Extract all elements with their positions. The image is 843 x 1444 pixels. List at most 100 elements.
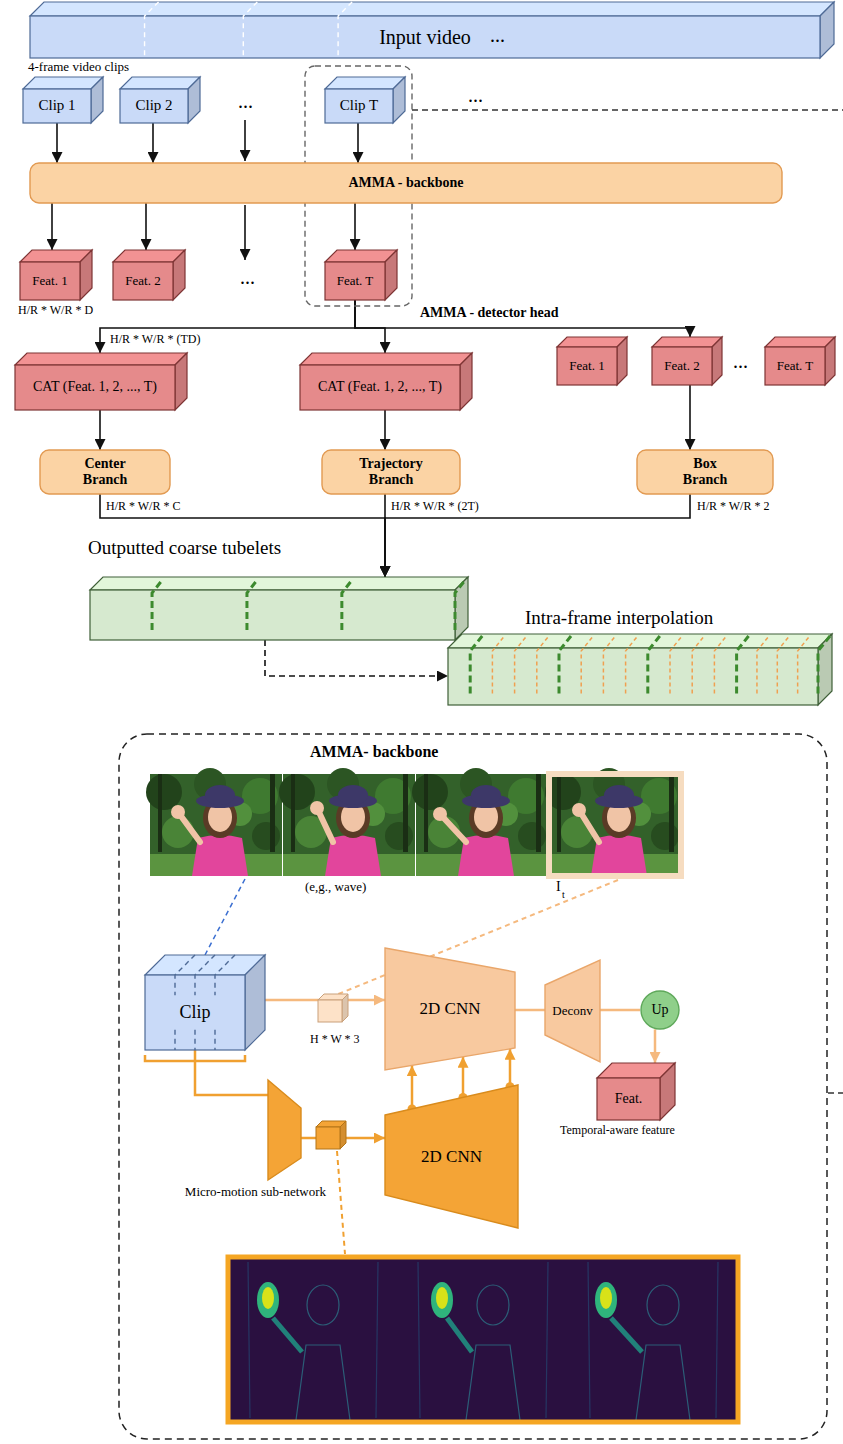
connector-arrow <box>600 1009 640 1012</box>
edge-trace <box>546 1262 548 1418</box>
box-side-face <box>173 250 185 300</box>
hat-crown <box>471 785 501 805</box>
interpolated-tubelet-box: Intra-frame interpolation <box>448 634 832 705</box>
trapezoid-block <box>385 948 515 1070</box>
box-top-face <box>765 337 835 347</box>
tree-trunk <box>557 774 561 852</box>
ellipsis: ... <box>490 24 505 47</box>
current-frame-border <box>549 774 681 876</box>
deconv-block: Deconv <box>545 960 600 1062</box>
edge-trace <box>477 1285 509 1325</box>
box-side-face <box>393 77 405 123</box>
box-side-face <box>820 2 834 58</box>
box-side-face <box>188 77 200 123</box>
input-video-band: Input video <box>30 2 834 58</box>
zoom-leader <box>828 1092 843 1093</box>
box-mark <box>470 636 482 694</box>
frame-divider <box>215 955 235 1050</box>
box-front-face <box>597 1078 660 1120</box>
tree-trunk <box>424 774 428 852</box>
motion-blob <box>447 1318 472 1352</box>
motion-blob <box>595 1282 617 1318</box>
tree-trunk <box>158 774 162 852</box>
node-label: Outputted coarse tubelets <box>88 537 281 559</box>
text-holder: Feat. T <box>765 347 825 385</box>
backbone-detail-panel: AMMA- backboneClip2D CNNDeconvUpFeat.Mic… <box>118 733 828 1440</box>
dimension-label: H/R * W/R * C <box>106 500 180 514</box>
text-holder: Micro-motion sub-network <box>185 1185 326 1200</box>
foliage <box>146 774 182 810</box>
node-label: Up <box>651 1002 668 1018</box>
text-holder: 2D CNN <box>385 948 515 1070</box>
edge-trace <box>466 1345 520 1420</box>
node-label: Clip T <box>340 97 378 114</box>
rounded-box <box>322 450 460 494</box>
clip-box: Clip T <box>325 77 405 123</box>
node-label: Clip 1 <box>38 97 75 114</box>
node-label: Feat. 1 <box>569 359 604 374</box>
box-side-face <box>385 250 397 300</box>
text-holder: AMMA - backbone <box>30 163 782 203</box>
tree-trunk <box>669 774 674 852</box>
rounded-box <box>40 450 170 494</box>
interpolated-box-mark <box>714 636 726 694</box>
micro-motion-block: Micro-motion sub-network <box>268 1080 301 1180</box>
box-front-face <box>15 365 175 410</box>
motion-blob <box>431 1282 453 1318</box>
connector-arrow <box>411 1065 414 1108</box>
box-top-face <box>448 634 832 648</box>
box-side-face <box>455 577 468 640</box>
box-side-face <box>660 1063 675 1120</box>
video-frame <box>279 768 415 876</box>
waving-hand <box>572 803 586 817</box>
box-top-face <box>120 77 200 89</box>
box-side-face <box>818 634 832 705</box>
text-holder: Feat. T <box>325 262 385 300</box>
interpolated-box-mark <box>798 636 810 694</box>
shape-outline <box>268 1080 301 1180</box>
hat-crown <box>604 785 634 805</box>
text-holder: Up <box>640 990 680 1030</box>
text-holder: Input video <box>30 16 820 58</box>
box-side-face <box>460 353 472 410</box>
video-frame <box>412 768 548 876</box>
tensor-cube <box>318 994 348 1022</box>
box-front-face <box>113 262 173 300</box>
text-holder: CAT (Feat. 1, 2, ..., T) <box>15 365 175 410</box>
cube-face <box>316 1127 340 1149</box>
clip-box: Clip 1 <box>23 77 103 123</box>
backbone-band: AMMA - backbone <box>30 163 782 203</box>
trapezoid-block <box>545 960 600 1062</box>
node-label: Feat. <box>615 1091 643 1107</box>
box-top-face <box>557 337 627 347</box>
edge-trace <box>296 1345 350 1420</box>
text-holder: Feat. 1 <box>20 262 80 300</box>
box-mark <box>247 579 258 630</box>
box-side-face <box>825 337 835 385</box>
feature-box: Feat. 2 <box>652 337 722 385</box>
text-holder: Intra-frame interpolation <box>525 607 713 629</box>
box-side-face <box>80 250 92 300</box>
box-mark <box>559 636 571 694</box>
node-label: AMMA- backbone <box>310 743 438 761</box>
concat-box: CAT (Feat. 1, 2, ..., T) <box>15 353 187 410</box>
edge-trace <box>636 1345 690 1420</box>
dimension-label: H/R * W/R * D <box>18 304 93 318</box>
box-top-face <box>300 353 472 365</box>
node-label: Input video <box>379 26 471 49</box>
text-holder: CAT (Feat. 1, 2, ..., T) <box>300 365 460 410</box>
tubelet-box: Outputted coarse tubelets <box>90 577 468 640</box>
box-top-face <box>145 955 265 975</box>
trapezoid-block <box>385 1085 518 1228</box>
hat-crown <box>338 785 368 805</box>
node-label: Micro-motion sub-network <box>185 1185 326 1200</box>
interpolated-box-mark <box>692 636 704 694</box>
box-side-face <box>175 353 187 410</box>
node-label: CAT (Feat. 1, 2, ..., T) <box>33 379 157 395</box>
shape-outline <box>448 634 832 705</box>
tree-trunk <box>270 774 275 852</box>
box-top-face <box>652 337 722 347</box>
tensor-cube <box>316 1121 346 1149</box>
dimension-label: H/R * W/R * 2 <box>697 500 769 514</box>
